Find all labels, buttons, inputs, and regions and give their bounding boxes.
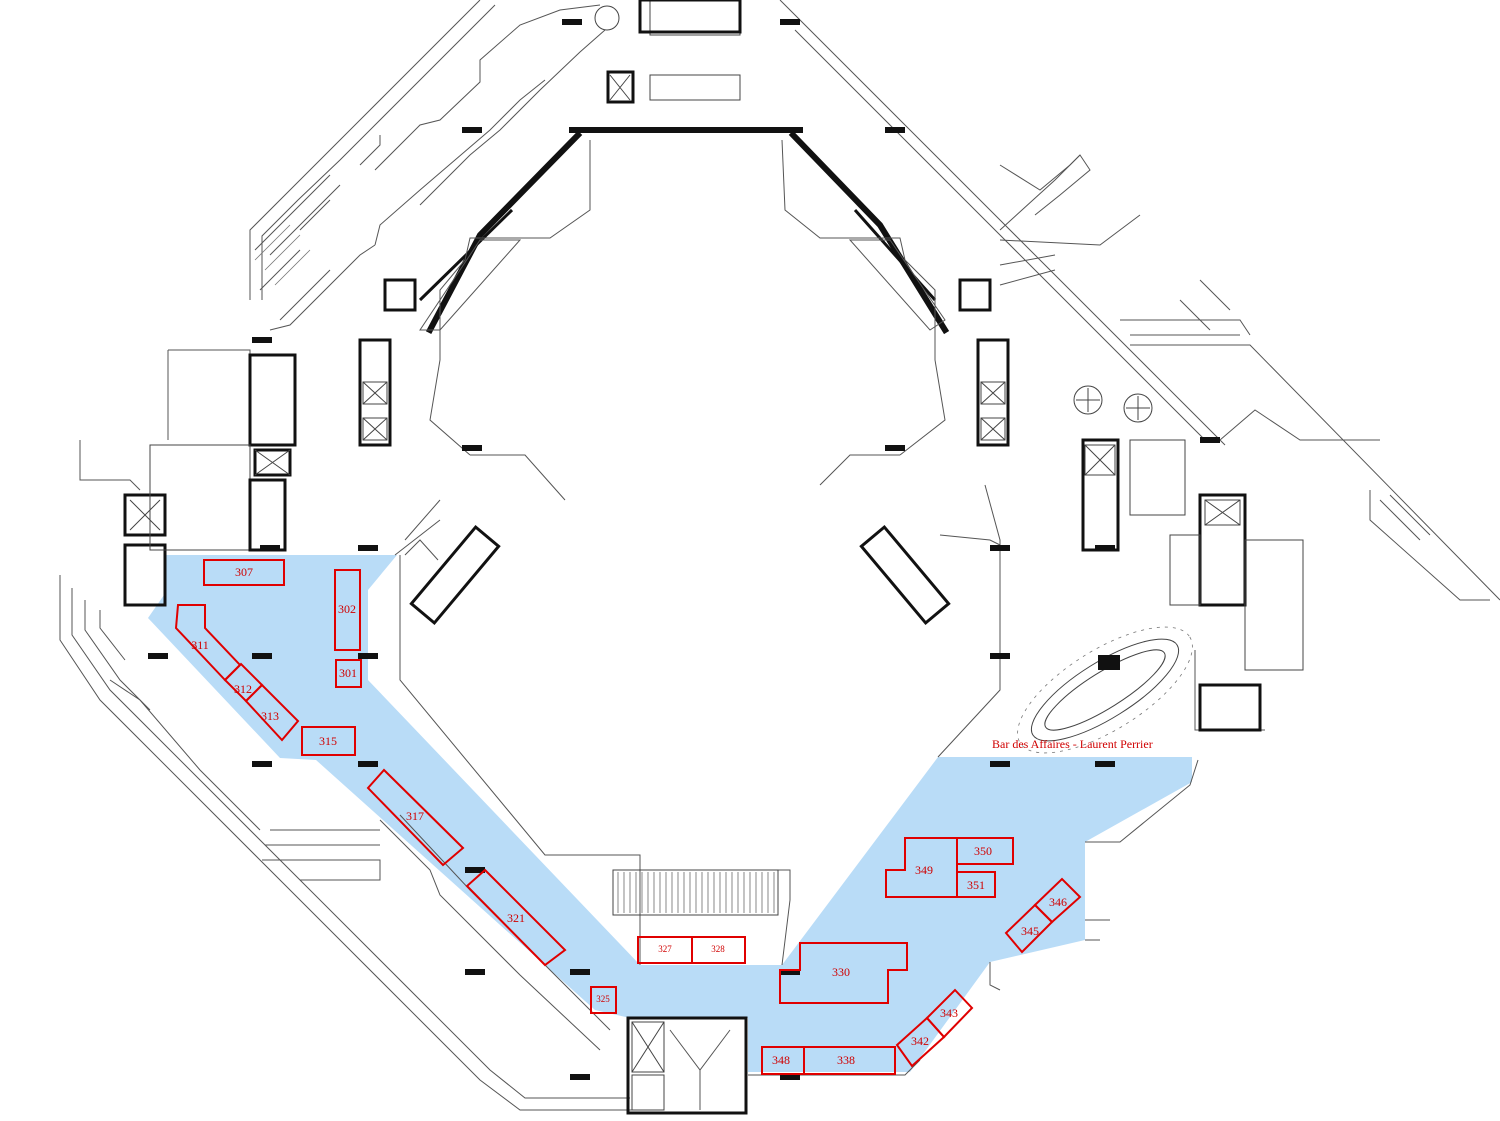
booth-label: 313: [261, 709, 279, 723]
structural-post: [990, 761, 1010, 767]
booth-328[interactable]: 328: [691, 936, 746, 964]
booth-label: 301: [339, 666, 357, 680]
booth-label: 328: [711, 944, 725, 954]
booth-label: 315: [319, 734, 337, 748]
structural-post: [780, 1074, 800, 1080]
structural-post: [780, 969, 800, 975]
structural-post: [1095, 545, 1115, 551]
booth-label: 317: [406, 809, 424, 823]
booth-label: 345: [1021, 924, 1039, 938]
structural-posts: [148, 19, 1220, 1080]
booth-label: 330: [832, 965, 850, 979]
booth-label: 302: [338, 602, 356, 616]
structural-post: [358, 653, 378, 659]
structural-post: [1200, 437, 1220, 443]
booth-317[interactable]: 317: [366, 768, 465, 867]
structural-post: [462, 127, 482, 133]
bar-oval: [1017, 626, 1193, 754]
booth-label: 350: [974, 844, 992, 858]
booth-307[interactable]: 307: [203, 559, 285, 586]
structural-post: [358, 545, 378, 551]
structural-post: [465, 867, 485, 873]
booth-346[interactable]: 346: [1033, 877, 1082, 924]
structural-post: [780, 19, 800, 25]
booth-338[interactable]: 338: [803, 1046, 896, 1075]
booth-label: 343: [940, 1006, 958, 1020]
booth-label: 325: [596, 994, 610, 1004]
structural-post: [570, 969, 590, 975]
structural-post: [465, 969, 485, 975]
booth-343[interactable]: 343: [925, 988, 974, 1039]
booth-330[interactable]: 330: [779, 942, 908, 1004]
structural-post: [1095, 761, 1115, 767]
central-atrium: [394, 127, 1001, 966]
booth-321[interactable]: 321: [465, 868, 567, 967]
booth-label: 321: [507, 911, 525, 925]
escalators: [409, 0, 951, 916]
structural-post: [148, 653, 168, 659]
service-cores: [123, 0, 1304, 1115]
booth-label: 348: [772, 1053, 790, 1067]
structural-post: [252, 761, 272, 767]
building-outline: [59, 0, 1500, 1111]
structural-post: [990, 653, 1010, 659]
booth-label: 346: [1049, 895, 1067, 909]
booth-350[interactable]: 350: [956, 837, 1014, 865]
structural-post: [462, 445, 482, 451]
booth-301[interactable]: 301: [335, 659, 362, 688]
structural-post: [252, 337, 272, 343]
structural-post: [990, 545, 1010, 551]
booth-313[interactable]: 313: [244, 683, 300, 742]
booth-302[interactable]: 302: [334, 569, 361, 651]
structural-post: [570, 1074, 590, 1080]
booths-layer: 307 302 301 311 312 313 315 317: [174, 559, 1082, 1075]
structural-post: [260, 545, 280, 551]
booth-label: 327: [658, 944, 672, 954]
venue-label-bar[interactable]: Bar des Affaires - Laurent Perrier: [992, 737, 1153, 751]
structural-post: [562, 19, 582, 25]
booth-351[interactable]: 351: [956, 871, 996, 898]
booth-label: 307: [235, 565, 253, 579]
booth-315[interactable]: 315: [301, 726, 356, 756]
booth-327[interactable]: 327: [637, 936, 693, 964]
booth-label: 351: [967, 878, 985, 892]
booth-label: 342: [911, 1034, 929, 1048]
structural-post: [358, 761, 378, 767]
booth-label: 311: [191, 638, 209, 652]
structural-post: [252, 653, 272, 659]
structural-post: [885, 445, 905, 451]
booth-label: 349: [915, 863, 933, 877]
structural-post: [885, 127, 905, 133]
booth-label: 338: [837, 1053, 855, 1067]
exhibition-area-highlight: [148, 555, 1192, 1072]
booth-label: 312: [234, 682, 252, 696]
booth-325[interactable]: 325: [590, 986, 617, 1014]
